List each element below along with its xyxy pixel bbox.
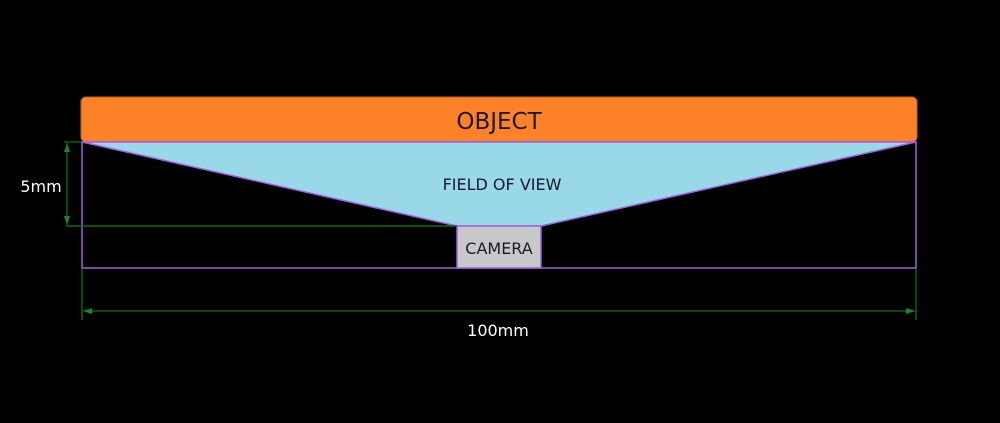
width-dimension: 100mm [81, 268, 917, 340]
camera-block: CAMERA [456, 225, 542, 269]
camera-label: CAMERA [465, 239, 533, 258]
object-label: OBJECT [456, 109, 542, 135]
width-dimension-label: 100mm [467, 321, 529, 340]
height-dimension-label: 5mm [20, 177, 61, 196]
field-of-view: FIELD OF VIEW [81, 141, 917, 227]
object-block: OBJECT [80, 96, 918, 143]
height-dimension: 5mm [20, 141, 457, 227]
fov-label: FIELD OF VIEW [443, 175, 562, 194]
